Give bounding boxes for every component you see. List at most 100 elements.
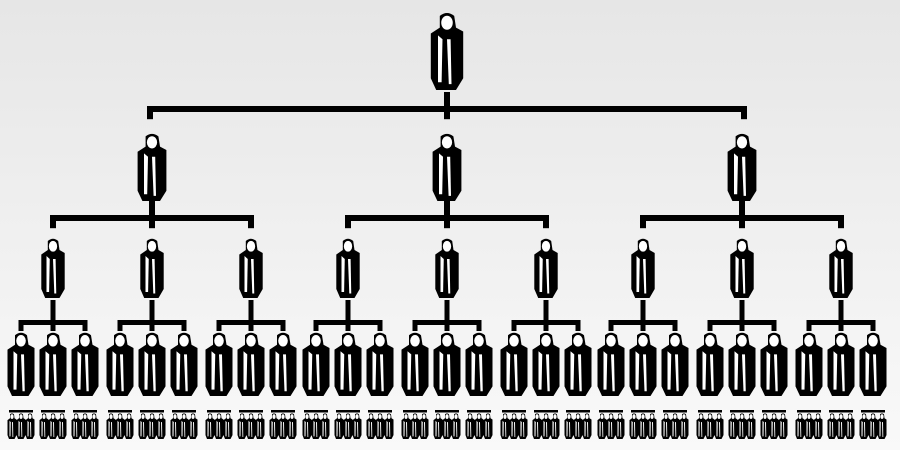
connector-drop xyxy=(50,215,56,229)
person-icon xyxy=(147,413,157,439)
connector-drop xyxy=(216,320,222,331)
connector-drop xyxy=(412,320,418,331)
connector-drop xyxy=(739,320,745,331)
person-icon xyxy=(827,332,855,396)
person-icon xyxy=(106,332,134,396)
person-icon xyxy=(7,413,17,439)
person-icon xyxy=(41,238,65,298)
person-icon xyxy=(813,413,823,439)
connector-bar xyxy=(435,410,459,413)
person-icon xyxy=(25,413,35,439)
connector-bar xyxy=(566,410,590,413)
person-icon xyxy=(737,413,747,439)
connector-stem xyxy=(838,300,844,325)
connector-bar xyxy=(73,410,97,413)
person-icon xyxy=(410,413,420,439)
person-icon xyxy=(287,413,297,439)
person-icon xyxy=(140,238,164,298)
person-icon xyxy=(795,332,823,396)
person-icon xyxy=(255,413,265,439)
connector-drop xyxy=(280,320,286,331)
person-icon xyxy=(334,413,344,439)
connector-stem xyxy=(345,300,351,325)
person-icon xyxy=(237,332,265,396)
person-icon xyxy=(223,413,233,439)
person-icon xyxy=(430,12,464,91)
connector-drop xyxy=(444,215,450,229)
person-icon xyxy=(500,413,510,439)
connector-drop xyxy=(739,215,745,229)
person-icon xyxy=(836,413,846,439)
connector-stem xyxy=(543,300,549,325)
connector-drop xyxy=(248,320,254,331)
person-icon xyxy=(573,413,583,439)
person-icon xyxy=(366,413,376,439)
person-icon xyxy=(534,238,558,298)
person-icon xyxy=(302,332,330,396)
person-icon xyxy=(518,413,528,439)
person-icon xyxy=(451,413,461,439)
connector-bar xyxy=(730,410,754,413)
person-icon xyxy=(474,413,484,439)
connector-stem xyxy=(739,201,745,221)
connector-bar xyxy=(467,410,491,413)
person-icon xyxy=(647,413,657,439)
connector-drop xyxy=(181,320,187,331)
person-icon xyxy=(366,332,394,396)
connector-drop xyxy=(707,320,713,331)
person-icon xyxy=(124,413,134,439)
person-icon xyxy=(859,332,887,396)
connector-bar xyxy=(108,410,132,413)
connector-drop xyxy=(640,320,646,331)
person-icon xyxy=(597,413,607,439)
connector-bar xyxy=(41,410,65,413)
connector-drop xyxy=(838,320,844,331)
person-icon xyxy=(138,332,166,396)
connector-bar xyxy=(861,410,885,413)
connector-drop xyxy=(870,320,876,331)
person-icon xyxy=(606,413,616,439)
person-icon xyxy=(278,413,288,439)
person-icon xyxy=(661,413,671,439)
person-icon xyxy=(661,332,689,396)
connector-drop xyxy=(640,215,646,229)
connector-bar xyxy=(797,410,821,413)
person-icon xyxy=(714,413,724,439)
connector-drop xyxy=(543,215,549,229)
person-icon xyxy=(679,413,689,439)
person-icon xyxy=(39,332,67,396)
person-icon xyxy=(877,413,887,439)
connector-drop xyxy=(444,106,450,120)
connector-drop xyxy=(672,320,678,331)
person-icon xyxy=(179,413,189,439)
person-icon xyxy=(615,413,625,439)
person-icon xyxy=(115,413,125,439)
connector-bar xyxy=(663,410,687,413)
person-icon xyxy=(564,413,574,439)
connector-bar xyxy=(304,410,328,413)
connector-drop xyxy=(149,215,155,229)
person-icon xyxy=(629,413,639,439)
person-icon xyxy=(57,413,67,439)
person-icon xyxy=(170,332,198,396)
connector-drop xyxy=(50,320,56,331)
connector-stem xyxy=(149,201,155,221)
person-icon xyxy=(550,413,560,439)
connector-drop xyxy=(543,320,549,331)
person-icon xyxy=(795,413,805,439)
connector-stem xyxy=(248,300,254,325)
person-icon xyxy=(829,238,853,298)
connector-bar xyxy=(698,410,722,413)
connector-bar xyxy=(336,410,360,413)
connector-stem xyxy=(739,300,745,325)
person-icon xyxy=(401,332,429,396)
person-icon xyxy=(336,238,360,298)
connector-drop xyxy=(147,106,153,120)
person-icon xyxy=(432,133,462,201)
connector-stem xyxy=(444,300,450,325)
person-icon xyxy=(269,332,297,396)
connector-bar xyxy=(502,410,526,413)
person-icon xyxy=(696,332,724,396)
person-icon xyxy=(239,238,263,298)
person-icon xyxy=(483,413,493,439)
